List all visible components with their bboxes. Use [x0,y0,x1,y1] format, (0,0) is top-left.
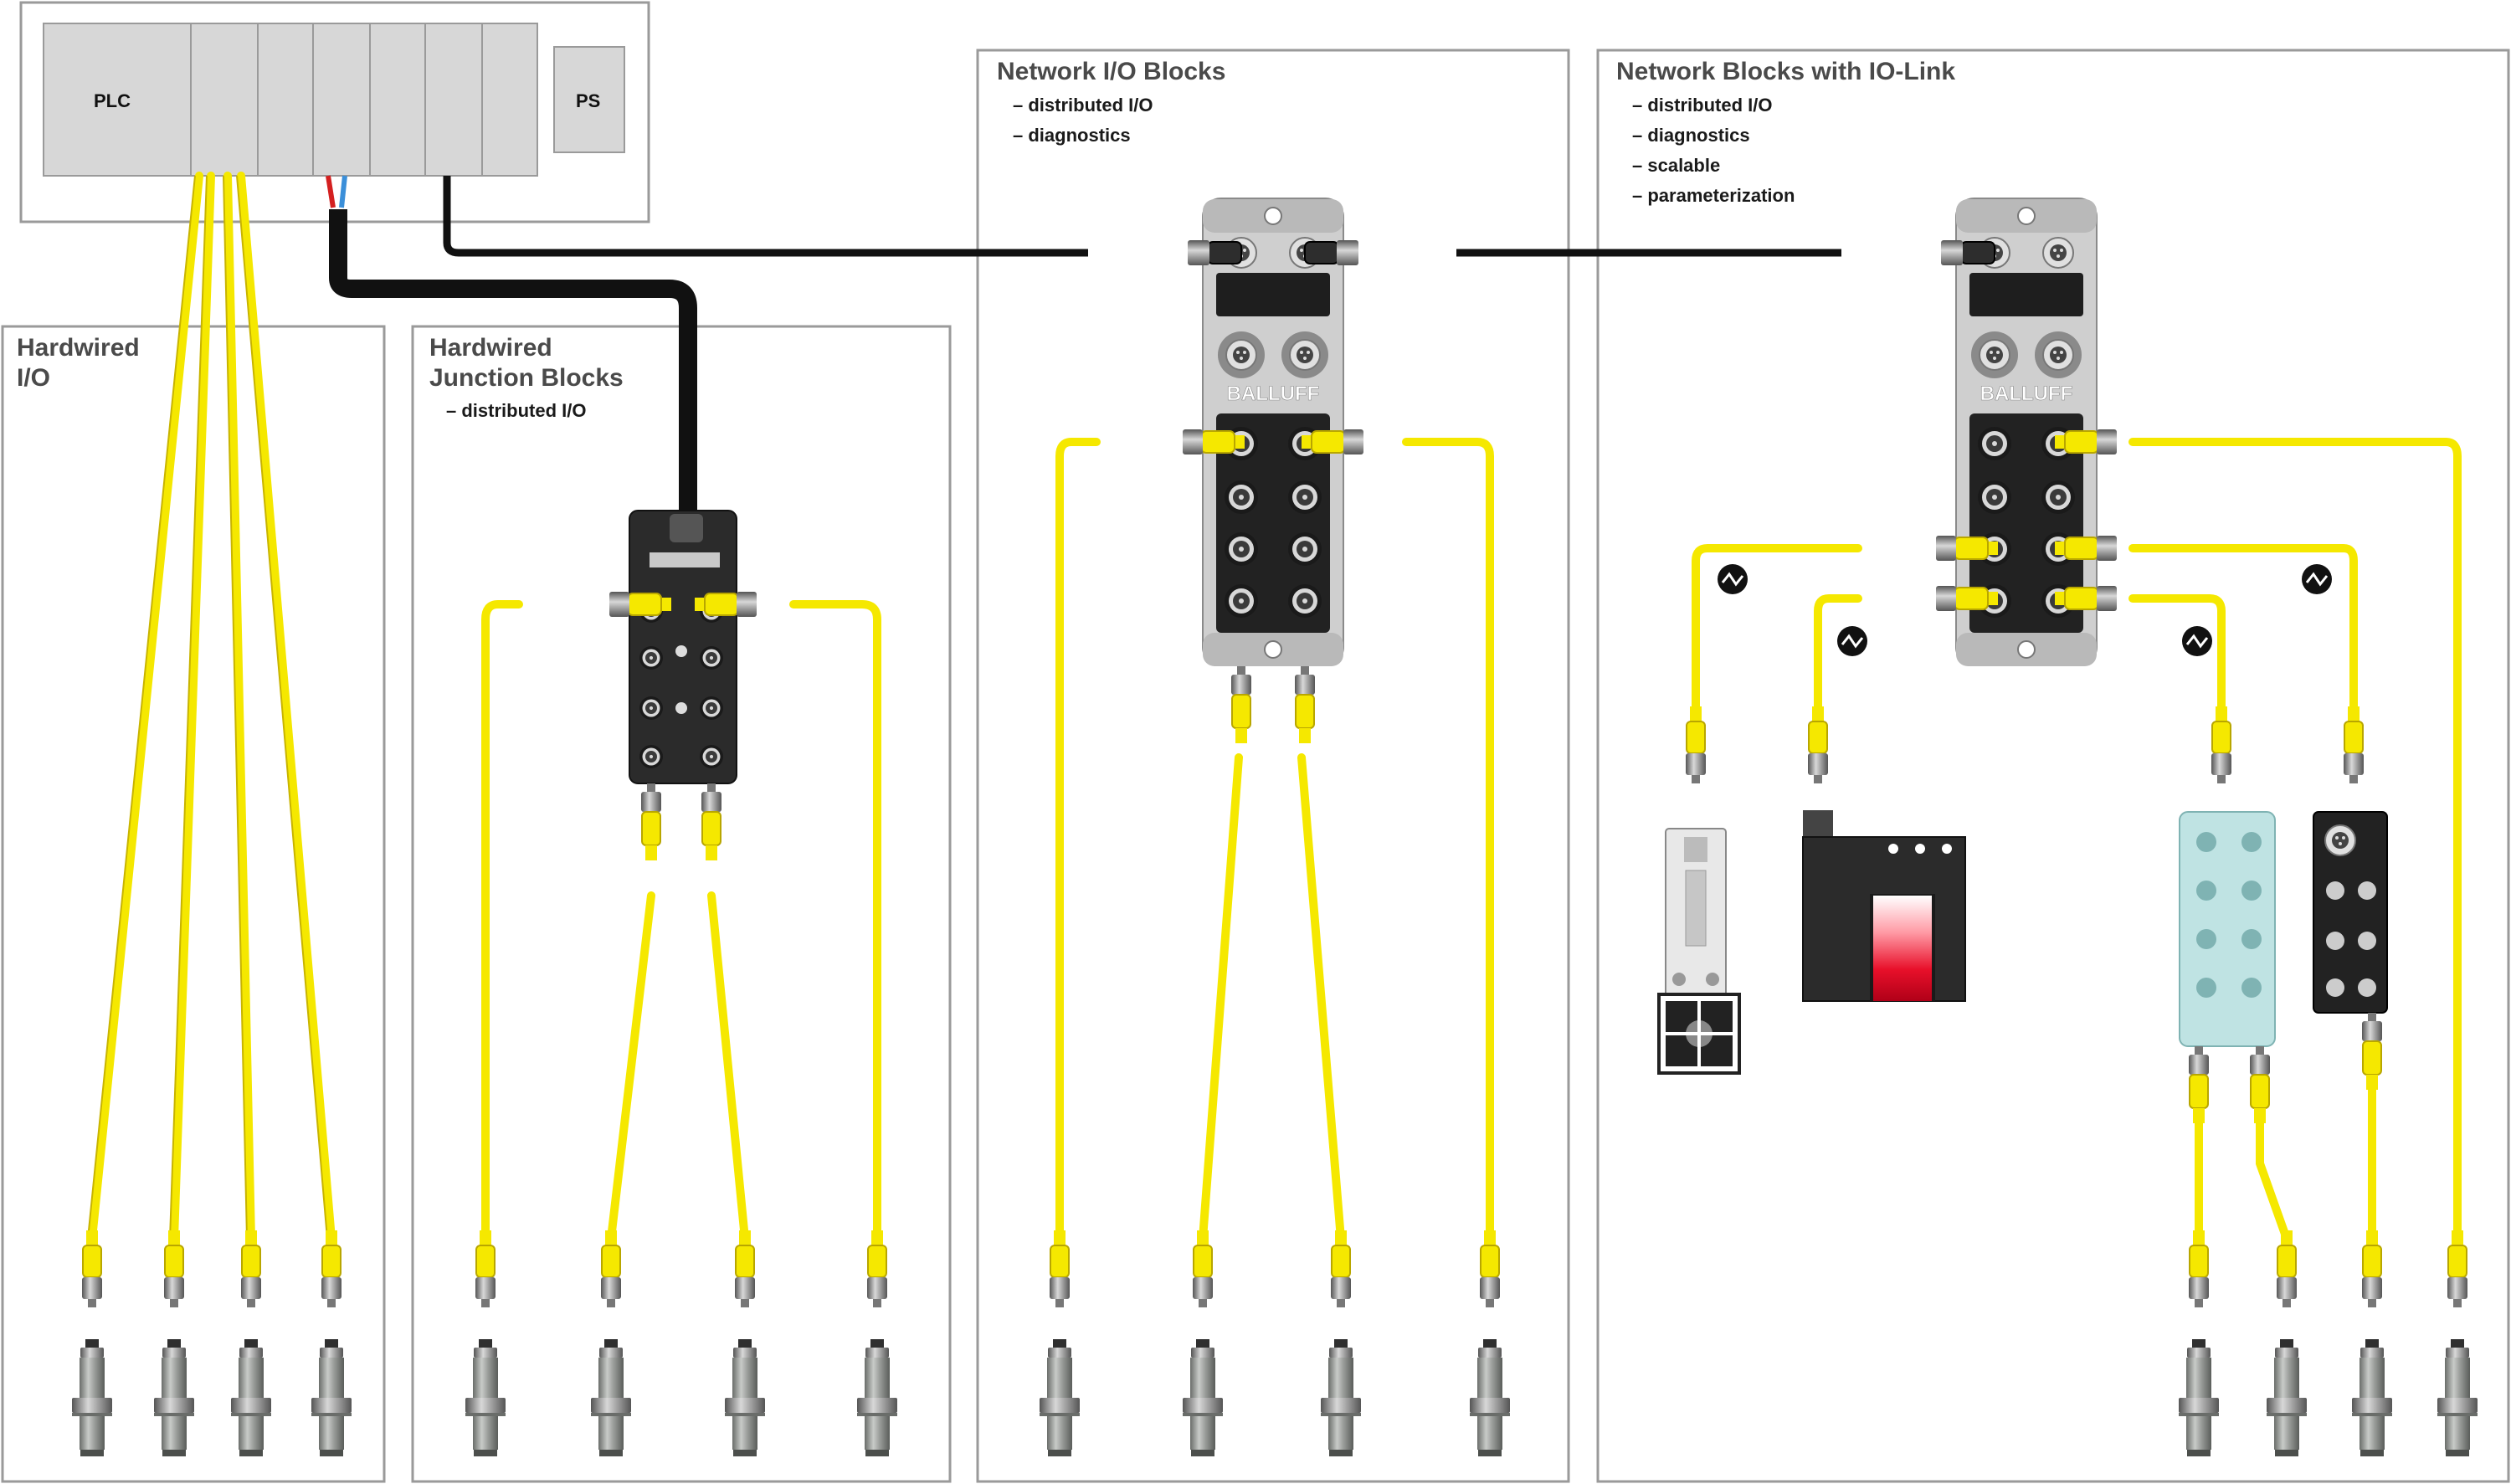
bullet-diagnostics: diagnostics [1632,121,1749,151]
title-line: Hardwired [429,334,552,362]
brand-logo: BALLUFF [1227,383,1320,405]
iolink-hub-black [2313,706,2388,1091]
plc-rack [43,23,625,177]
section-frame-hardwired-io [1,325,386,1483]
junction-cables [481,600,881,1243]
brand-logo: BALLUFF [1980,383,2073,405]
bullet-parameterization: parameterization [1632,181,1795,211]
iolink-hub-teal [2179,706,2276,1124]
iolink-cables [1692,438,2462,1243]
title-line: Hardwired [17,334,140,362]
bullet-distributed-io: distributed I/O [1632,90,1772,121]
junction-block [608,510,757,861]
section-frame-network-io [976,49,1570,1483]
title-line: Junction Blocks [429,364,624,392]
iolink-symbol-icon [1837,626,1867,656]
junction-home-run-cable [329,209,697,512]
plc-label: PLC [94,90,131,111]
section-title-hardwired-junction: Hardwired Junction Blocks [429,333,624,393]
bullet-distributed-io: distributed I/O [1013,90,1153,121]
network-cable-1 [443,176,1088,257]
power-supply [553,46,625,153]
iolink-master-block: BALLUFF [1935,198,2118,666]
wire-red [326,175,336,208]
iolink-device-light-grid [1802,706,1966,1002]
iolink-symbol-icon [1718,564,1748,594]
sensors-iolink [2179,1230,2478,1456]
wire-blue [339,175,347,208]
bullet-diagnostics: diagnostics [1013,121,1130,151]
network-io-cables [1055,438,1494,1243]
section-frame-network-iolink [1596,49,2510,1483]
bullet-scalable: scalable [1632,151,1720,181]
title-line: I/O [17,364,51,392]
iolink-device-switch [1657,706,1741,1075]
sensors-junction [465,1230,897,1456]
sensors-hardwired [72,1230,352,1456]
section-title-network-iolink: Network Blocks with IO-Link [1616,58,1956,85]
iolink-symbol-icon [2302,564,2332,594]
ps-label: PS [576,90,601,111]
network-io-block: BALLUFF [1182,198,1364,744]
section-title-hardwired-io: Hardwired I/O [17,333,140,393]
sensors-network-io [1040,1230,1510,1456]
section-title-network-io: Network I/O Blocks [997,58,1226,85]
bullet-distributed-io: distributed I/O [446,396,586,426]
iolink-symbol-icon [2182,626,2212,656]
hardwired-cables [88,172,336,1243]
